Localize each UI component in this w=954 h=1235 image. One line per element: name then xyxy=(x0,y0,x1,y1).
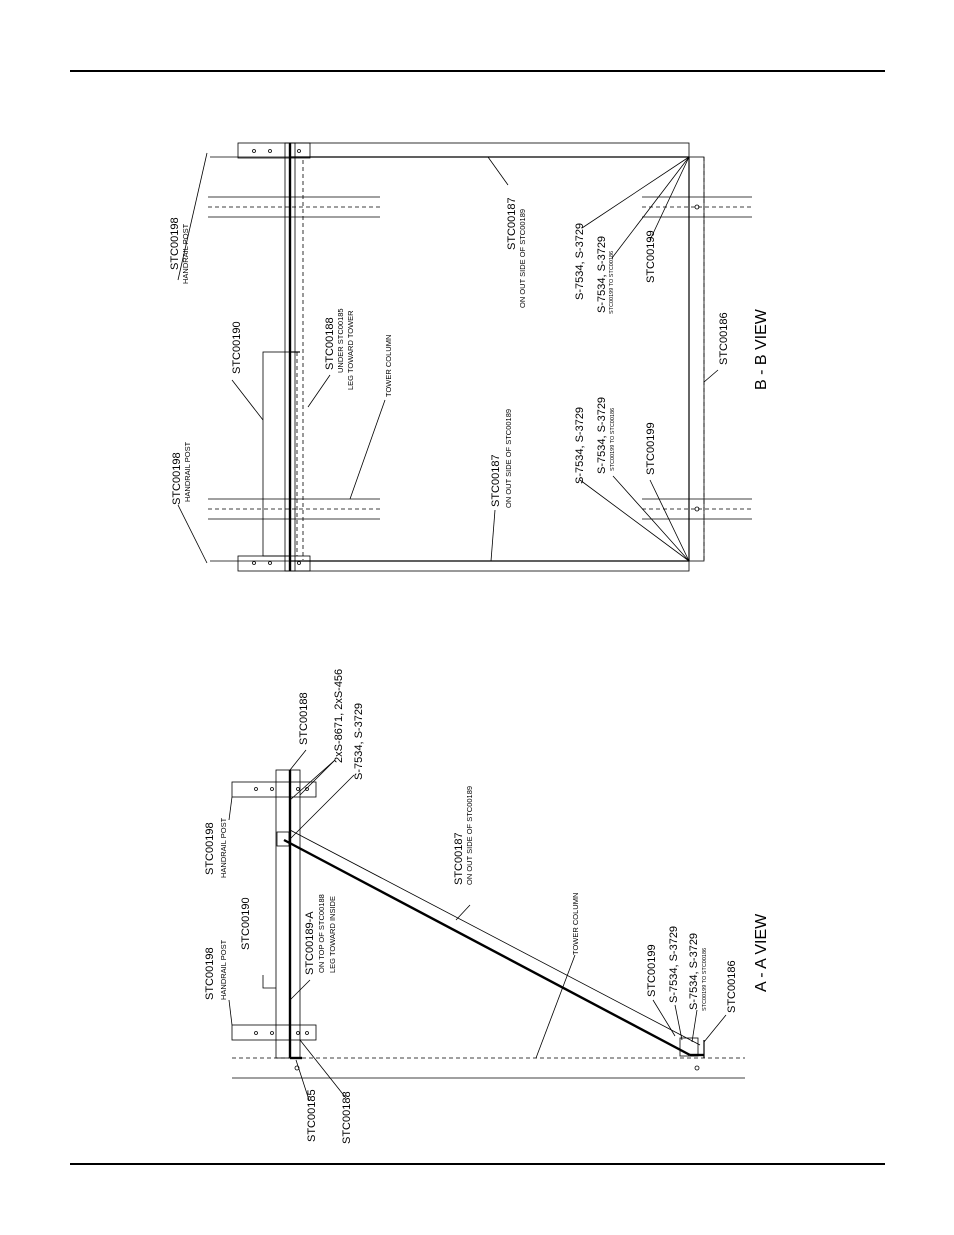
bb-stc188-sub2: LEG TOWARD TOWER xyxy=(346,310,355,390)
aa-tower-column: TOWER COLUMN xyxy=(571,893,580,955)
aa-handrail-2: STC00198 xyxy=(204,947,216,1000)
aa-stc188-top: STC00188 xyxy=(298,692,310,745)
aa-stc190: STC00190 xyxy=(240,897,252,950)
aa-labels: STC00188 2xS-8671, 2xS-456 S-7534, S-372… xyxy=(204,669,770,1144)
bb-handrail-bottom-sub: HANDRAIL POST xyxy=(183,441,192,502)
aa-stc188-bottom: STC00188 xyxy=(341,1091,353,1144)
bb-stc186: STC00186 xyxy=(718,312,730,365)
bb-handrail-bottom-label: STC00198 xyxy=(171,452,183,505)
bb-view-drawing xyxy=(177,142,752,572)
aa-view-title: A - A VIEW xyxy=(753,913,770,992)
aa-stc185: STC00185 xyxy=(306,1089,318,1142)
bb-bolts-bottom-2-sub: STC00199 TO STC00186 xyxy=(610,408,616,471)
bb-stc188-sub1: UNDER STC00185 xyxy=(336,308,345,373)
aa-bolts-3: S-7534, S-3729 xyxy=(688,933,700,1010)
aa-handrail-2-sub: HANDRAIL POST xyxy=(219,939,228,1000)
aa-stc189a-sub1: ON TOP OF STC00188 xyxy=(317,894,326,973)
aa-handrail-1-sub: HANDRAIL POST xyxy=(219,817,228,878)
bb-bolts-bottom-1: S-7534, S-3729 xyxy=(574,407,586,484)
aa-stc189a: STC00189-A xyxy=(304,911,316,975)
bb-handrail-top-label: STC00198 xyxy=(169,217,181,270)
aa-bolts-2: S-7534, S-3729 xyxy=(668,926,680,1003)
bb-bolts-top-2-sub: STC00199 TO STC00186 xyxy=(609,251,615,314)
aa-stc187: STC00187 xyxy=(453,832,465,885)
bb-stc190-label: STC00190 xyxy=(231,321,243,374)
bb-bolts-top-1: S-7534, S-3729 xyxy=(574,223,586,300)
bb-labels: STC00198 HANDRAIL POST STC00198 HANDRAIL… xyxy=(169,197,770,508)
bb-view-title: B - B VIEW xyxy=(753,308,770,390)
bb-bolts-bottom-2: S-7534, S-3729 xyxy=(596,397,608,474)
bb-stc199-top: STC00199 xyxy=(645,230,657,283)
aa-stc189a-sub2: LEG TOWARD INSIDE xyxy=(328,896,337,973)
aa-stc186: STC00186 xyxy=(726,960,738,1013)
aa-bolts-3-sub: STC00199 TO STC00186 xyxy=(702,948,708,1011)
bb-stc187-top-label: STC00187 xyxy=(506,197,518,250)
bb-stc187-bottom-sub: ON OUT SIDE OF STC00189 xyxy=(504,409,513,508)
aa-bolts-1: S-7534, S-3729 xyxy=(353,703,365,780)
aa-stc199: STC00199 xyxy=(646,944,658,997)
bb-tower-column-label: TOWER COLUMN xyxy=(384,335,393,397)
bb-stc187-top-sub: ON OUT SIDE OF STC00189 xyxy=(518,209,527,308)
bb-stc188-label: STC00188 xyxy=(324,317,336,370)
aa-view-drawing xyxy=(228,749,745,1101)
aa-handrail-1: STC00198 xyxy=(204,822,216,875)
aa-stc187-sub: ON OUT SIDE OF STC00189 xyxy=(465,786,474,885)
bb-stc199-bottom: STC00199 xyxy=(645,422,657,475)
bb-handrail-top-sub: HANDRAIL POST xyxy=(181,223,190,284)
aa-bolts-2x: 2xS-8671, 2xS-456 xyxy=(333,669,345,763)
bb-stc187-bottom-label: STC00187 xyxy=(490,454,502,507)
bb-bolts-top-2: S-7534, S-3729 xyxy=(596,236,608,313)
